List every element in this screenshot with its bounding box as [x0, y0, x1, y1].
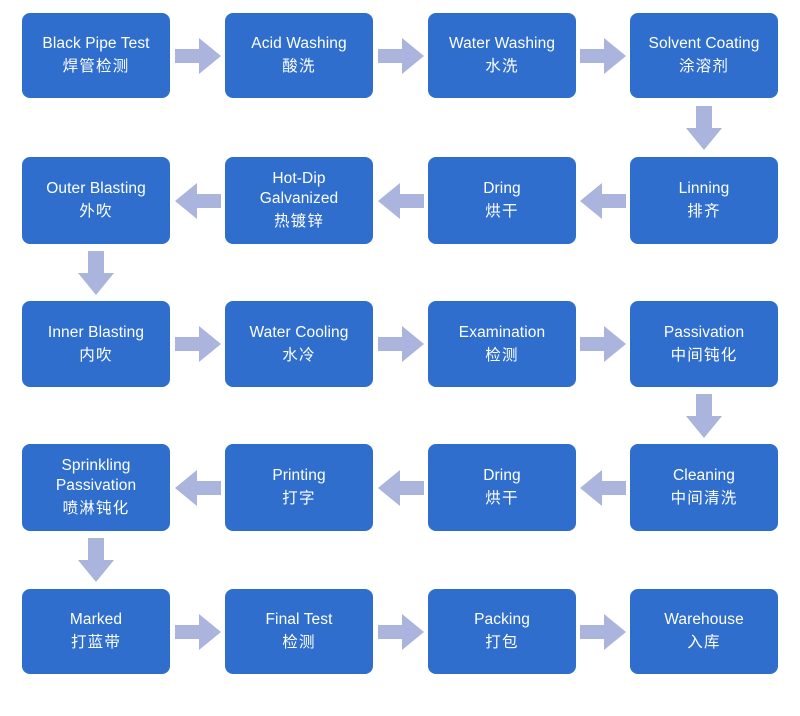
process-node-label-en: Packing — [474, 611, 530, 629]
process-node-label-zh: 打蓝带 — [70, 634, 122, 651]
row-connector-arrow-right — [174, 36, 221, 76]
row-link-arrow-down — [76, 538, 116, 582]
process-node-label-en: Acid Washing — [251, 35, 347, 53]
process-node[interactable]: Inner Blasting 内吹 — [22, 301, 170, 387]
row-connector-arrow-left — [174, 181, 221, 221]
process-node[interactable]: Examination 检测 — [428, 301, 576, 387]
process-node-label-zh: 热镀锌 — [273, 212, 325, 230]
process-node[interactable]: Passivation 中间钝化 — [630, 301, 778, 387]
row-connector-arrow-right — [174, 324, 221, 364]
process-node[interactable]: Cleaning 中间清洗 — [630, 444, 778, 531]
row-link-arrow-down — [684, 105, 724, 150]
process-node-label-en: Water Washing — [448, 35, 556, 53]
process-node-label-zh: 中间钝化 — [670, 346, 738, 364]
process-node[interactable]: Water Washing 水洗 — [428, 13, 576, 98]
row-connector-arrow-right — [377, 324, 424, 364]
process-node[interactable]: Outer Blasting 外吹 — [22, 157, 170, 244]
row-connector-arrow-right — [580, 612, 626, 652]
process-node-label-zh: 焊管检测 — [62, 58, 130, 75]
process-node-label-zh: 排齐 — [687, 203, 721, 220]
row-connector-arrow-right — [580, 36, 626, 76]
process-node-label-zh: 酸洗 — [282, 58, 316, 75]
process-node-label-en: Dring — [483, 180, 521, 198]
process-node[interactable]: Acid Washing 酸洗 — [225, 13, 373, 98]
row-link-arrow-down — [76, 250, 116, 295]
process-node-label-en: Sprinkling Passivation — [55, 457, 137, 495]
process-node-label-en: Printing — [272, 467, 326, 485]
process-node[interactable]: Linning 排齐 — [630, 157, 778, 244]
process-node-label-en: Examination — [458, 323, 546, 341]
process-node-label-en: Dring — [483, 467, 521, 485]
process-node-label-en: Water Cooling — [249, 323, 349, 341]
process-node-label-zh: 打字 — [282, 490, 316, 507]
process-node[interactable]: Printing 打字 — [225, 444, 373, 531]
process-node-label-zh: 烘干 — [485, 203, 519, 220]
row-connector-arrow-right — [377, 612, 424, 652]
process-node-label-zh: 喷淋钝化 — [62, 499, 130, 517]
process-node[interactable]: Final Test 检测 — [225, 589, 373, 674]
process-node-label-zh: 水冷 — [282, 346, 316, 364]
row-connector-arrow-left — [377, 468, 424, 508]
row-connector-arrow-left — [174, 468, 221, 508]
process-node[interactable]: Water Cooling 水冷 — [225, 301, 373, 387]
process-node-label-en: Cleaning — [673, 467, 735, 485]
row-connector-arrow-right — [377, 36, 424, 76]
process-node-label-en: Inner Blasting — [47, 323, 145, 341]
row-connector-arrow-left — [377, 181, 424, 221]
process-node[interactable]: Marked 打蓝带 — [22, 589, 170, 674]
process-node-label-en: Solvent Coating — [648, 35, 760, 53]
process-node-label-zh: 外吹 — [79, 203, 113, 220]
process-node[interactable]: Hot-Dip Galvanized 热镀锌 — [225, 157, 373, 244]
process-node[interactable]: Dring 烘干 — [428, 157, 576, 244]
process-node-label-zh: 涂溶剂 — [678, 58, 730, 75]
process-node[interactable]: Solvent Coating 涂溶剂 — [630, 13, 778, 98]
process-node-label-en: Hot-Dip Galvanized — [259, 170, 339, 208]
process-node-label-en: Linning — [678, 180, 730, 198]
process-node-label-en: Black Pipe Test — [42, 35, 150, 53]
row-connector-arrow-right — [174, 612, 221, 652]
process-node-label-zh: 内吹 — [79, 346, 113, 364]
process-node[interactable]: Black Pipe Test 焊管检测 — [22, 13, 170, 98]
process-node-label-zh: 水洗 — [485, 58, 519, 75]
process-node-label-en: Passivation — [663, 323, 745, 341]
process-node-label-en: Warehouse — [664, 611, 744, 629]
process-node-label-zh: 中间清洗 — [670, 490, 738, 507]
process-node-label-zh: 检测 — [485, 346, 519, 364]
process-node-label-zh: 入库 — [687, 634, 721, 651]
row-connector-arrow-right — [580, 324, 626, 364]
row-link-arrow-down — [684, 393, 724, 438]
row-connector-arrow-left — [580, 468, 626, 508]
process-node[interactable]: Warehouse 入库 — [630, 589, 778, 674]
process-node-label-en: Marked — [69, 611, 123, 629]
process-node-label-zh: 打包 — [485, 634, 519, 651]
row-connector-arrow-left — [580, 181, 626, 221]
process-node-label-zh: 检测 — [282, 634, 316, 651]
process-node-label-en: Final Test — [265, 611, 333, 629]
process-node[interactable]: Packing 打包 — [428, 589, 576, 674]
process-node[interactable]: Dring 烘干 — [428, 444, 576, 531]
process-node-label-en: Outer Blasting — [46, 180, 146, 198]
process-node-label-zh: 烘干 — [485, 490, 519, 507]
process-node[interactable]: Sprinkling Passivation 喷淋钝化 — [22, 444, 170, 531]
